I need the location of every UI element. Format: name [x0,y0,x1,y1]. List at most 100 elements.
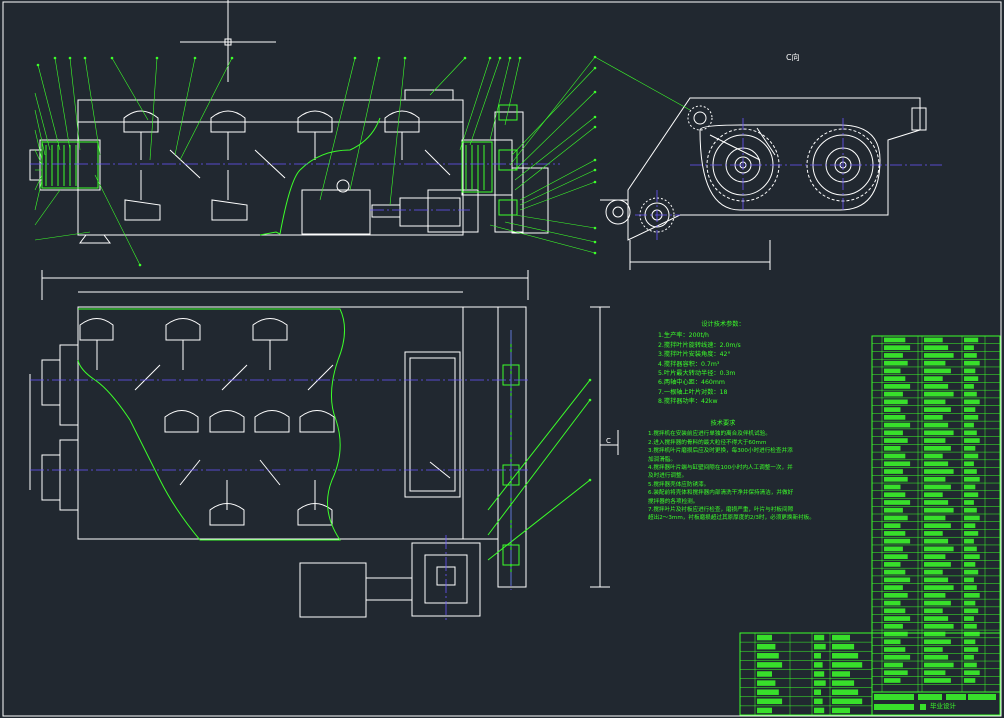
tech-req-line: 搅拌器的各项检测。 [648,498,699,505]
parts-cell-fill [964,670,980,676]
parts-cell-fill [964,523,976,529]
parts-cell-fill [964,538,974,544]
parts-cell-fill [964,445,976,451]
title-cell-fill [832,707,850,714]
parts-cell-fill [924,391,954,397]
parts-cell-fill [964,500,974,505]
parts-cell-fill [884,569,906,575]
tech-param-line: 3.搅拌叶片安装角度：42° [658,351,731,359]
parts-cell-fill [964,453,979,459]
parts-cell-fill [964,654,974,660]
parts-cell-fill [884,469,903,474]
parts-cell-fill [924,500,949,505]
title-cell-fill [757,662,783,668]
title-cell-fill [814,707,825,714]
parts-cell-fill [924,546,954,552]
parts-cell-fill [884,422,911,428]
parts-cell-fill [924,414,943,420]
parts-cell-fill [964,531,979,536]
parts-cell-fill [924,647,943,652]
title-cell-fill [814,698,823,705]
title-cell-fill [832,653,859,659]
front-view [29,0,549,244]
top-view-centerlines [30,330,530,620]
parts-cell-fill [884,360,908,366]
parts-cell-fill [964,391,977,397]
title-cell-fill [832,680,855,686]
parts-cell-fill [924,631,946,637]
tech-param-line: 8.搅拌器功率：42kw [658,398,718,406]
parts-cell-fill [924,384,949,389]
parts-cell-fill [924,407,951,412]
c-view-centerlines [635,118,945,240]
parts-cell-fill [964,407,976,412]
parts-cell-fill [884,585,903,590]
parts-cell-fill [924,608,943,614]
top-view-leader-dots [588,378,592,482]
parts-cell-fill [924,515,946,521]
parts-cell-fill [884,492,906,498]
title-cell-fill [832,689,859,695]
parts-cell-fill [924,678,951,683]
section-label: C [606,437,611,445]
parts-cell-fill [884,461,911,467]
section-arrow [600,430,619,455]
parts-cell-fill [964,430,977,436]
parts-cell-fill [924,422,949,428]
title-cell-fill [814,634,825,641]
parts-cell-fill [964,384,974,389]
tech-param-line: 5.叶片最大转动半径：0.3m [658,370,736,378]
parts-cell-fill [964,639,976,645]
title-cell-fill [757,653,779,659]
parts-cell-fill [964,647,979,652]
parts-cell-fill [884,600,901,606]
parts-cell-fill [924,670,946,676]
title-cell-fill [832,662,863,668]
title-cell-fill [757,698,783,705]
parts-cell-fill [924,360,946,366]
title-cell-fill [814,671,825,677]
parts-cell-fill [884,368,901,374]
parts-cell-fill [884,616,911,621]
parts-cell-fill [964,616,974,621]
title-cell-fill [814,680,826,686]
parts-cell-fill [884,507,903,513]
parts-cell-fill [964,422,974,428]
parts-cell-fill [964,600,976,606]
parts-cell-fill [924,345,949,351]
parts-cell-fill [884,608,906,614]
title-cell-fill [757,680,776,686]
title-cell-fill [814,662,823,668]
title-cell-fill [832,671,850,677]
tech-requirements: 技术要求 1.搅拌机在安装前应进行单独的离合及伴机试验。 2.进入搅拌器的骨料的… [648,420,815,523]
parts-cell-fill [964,360,980,366]
parts-cell-fill [924,523,951,529]
title-cell-fill [832,643,855,650]
parts-cell-fill [924,554,946,559]
front-paddles-top [123,110,420,160]
design-label: 毕业设计 [930,702,956,710]
tech-requirements-title: 技术要求 [710,420,736,427]
parts-cell-fill [964,585,977,590]
title-block [739,632,1001,716]
title-cell-fill [946,694,966,700]
parts-cell-fill [964,592,980,598]
parts-cell-fill [884,577,911,583]
parts-list [871,335,1001,693]
parts-cell-fill [884,546,903,552]
front-leaders [34,56,596,266]
parts-cell-fill [924,662,954,668]
title-cell-fill [814,689,821,695]
parts-cell-fill [924,469,954,474]
title-cell-fill [814,643,826,650]
parts-cell-fill [884,647,906,652]
parts-cell-fill [924,430,954,436]
parts-cell-fill [884,654,911,660]
parts-cell-fill [964,554,980,559]
parts-cell-fill [884,445,901,451]
parts-cell-fill [924,639,951,645]
parts-cell-fill [924,562,951,567]
parts-cell-fill [884,678,901,683]
parts-cell-fill [964,678,976,683]
title-cell-fill [757,707,772,714]
